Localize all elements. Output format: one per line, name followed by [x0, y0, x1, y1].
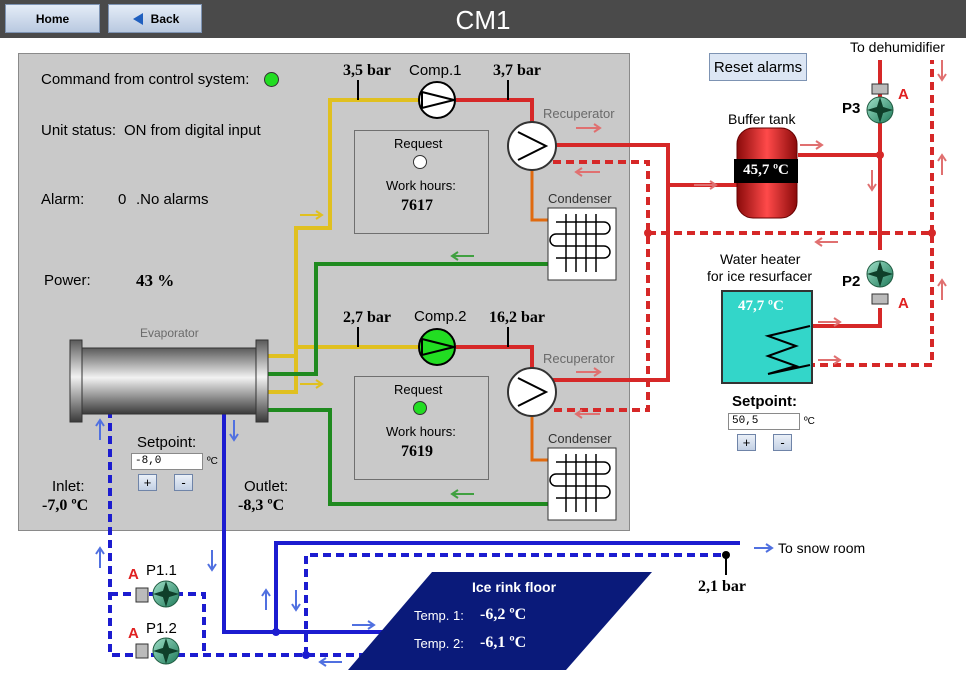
ice-temp2-value: -6,1 ºC: [480, 634, 527, 651]
command-indicator: [264, 72, 279, 87]
water-heater-temperature: 47,7 ºC: [738, 298, 784, 314]
pump-p1-2-graphic: [135, 637, 180, 665]
recuperator1-label: Recuperator: [543, 106, 615, 121]
pump-p1-1-graphic: [135, 580, 180, 608]
comp1-request-label: Request: [394, 136, 443, 151]
unit-status-label: Unit status:: [41, 122, 117, 139]
snow-room-label: To snow room: [778, 540, 866, 556]
pump-p1-1-alarm-flag: A: [128, 566, 139, 583]
pump-p3-graphic: [866, 83, 894, 124]
evap-setpoint-input[interactable]: -8,0: [131, 453, 203, 470]
alarm-code: 0: [118, 191, 127, 208]
comp1-request-indicator: [413, 155, 427, 169]
comp2-info-box: [354, 376, 489, 480]
reset-alarms-button[interactable]: Reset alarms: [709, 53, 807, 81]
comp2-name: Comp.2: [414, 308, 467, 325]
comp2-request-label: Request: [394, 382, 443, 397]
evaporator-label: Evaporator: [140, 326, 199, 340]
dehumidifier-label: To dehumidifier: [850, 39, 945, 55]
pump-p1-2-alarm-flag: A: [128, 625, 139, 642]
outlet-value: -8,3 ºC: [238, 497, 285, 514]
comp2-work-hours: 7619: [401, 443, 433, 460]
ice-temp1-label: Temp. 1:: [414, 608, 464, 623]
buffer-tank-temperature: 45,7 ºC: [743, 162, 789, 178]
pump-p2-alarm-flag: A: [898, 295, 909, 312]
recuperator-2-graphic: [507, 367, 557, 417]
heater-setpoint-label: Setpoint:: [732, 393, 797, 410]
buffer-tank-label: Buffer tank: [728, 111, 796, 127]
evap-setpoint-label: Setpoint:: [137, 434, 197, 451]
pump-p1-2-label: P1.2: [146, 620, 177, 637]
compressor-2-graphic: [418, 328, 456, 366]
heater-setpoint-input[interactable]: 50,5: [728, 413, 800, 430]
ice-rink-title: Ice rink floor: [472, 579, 557, 595]
comp2-suction-pressure: 2,7 bar: [343, 309, 391, 326]
pump-p2-graphic: [866, 260, 894, 305]
pump-p3-alarm-flag: A: [898, 86, 909, 103]
outlet-label: Outlet:: [244, 478, 289, 495]
unit-status-value: ON from digital input: [124, 122, 261, 139]
water-heater-graphic: [721, 290, 813, 384]
home-button[interactable]: Home: [5, 4, 100, 33]
compressor-1-graphic: [418, 81, 456, 119]
water-heater-label-2: for ice resurfacer: [707, 268, 813, 284]
ice-temp1-value: -6,2 ºC: [480, 606, 527, 623]
back-button-label: Back: [150, 11, 180, 26]
heater-setpoint-decrease-button[interactable]: -: [773, 434, 792, 451]
comp2-discharge-pressure: 16,2 bar: [489, 309, 545, 326]
recuperator2-label: Recuperator: [543, 351, 615, 366]
buffer-tank-graphic: [734, 127, 798, 219]
recuperator-1-graphic: [507, 121, 557, 171]
back-arrow-icon: [132, 12, 143, 25]
comp1-work-hours: 7617: [401, 197, 433, 214]
comp2-work-hours-label: Work hours:: [386, 424, 456, 439]
ice-temp2-label: Temp. 2:: [414, 636, 464, 651]
ice-rink-graphic: [348, 572, 652, 670]
comp1-work-hours-label: Work hours:: [386, 178, 456, 193]
power-value: 43 %: [136, 271, 175, 290]
condenser-1-graphic: [547, 207, 617, 281]
evap-setpoint-unit: ºC: [207, 456, 218, 467]
power-label: Power:: [44, 272, 91, 289]
inlet-label: Inlet:: [52, 478, 85, 495]
comp1-suction-pressure: 3,5 bar: [343, 62, 391, 79]
pump-p2-label: P2: [842, 273, 861, 290]
command-label: Command from control system:: [41, 71, 250, 88]
comp2-request-indicator: [413, 401, 427, 415]
evap-setpoint-increase-button[interactable]: +: [138, 474, 157, 491]
alarm-text: .No alarms: [136, 191, 209, 208]
condenser-2-graphic: [547, 447, 617, 521]
back-button[interactable]: Back: [108, 4, 202, 33]
heater-setpoint-increase-button[interactable]: +: [737, 434, 756, 451]
heater-setpoint-unit: ºC: [804, 416, 815, 427]
comp1-discharge-pressure: 3,7 bar: [493, 62, 541, 79]
comp1-info-box: [354, 130, 489, 234]
pump-p1-1-label: P1.1: [146, 562, 177, 579]
pump-p3-label: P3: [842, 100, 861, 117]
condenser1-label: Condenser: [548, 191, 612, 206]
condenser2-label: Condenser: [548, 431, 612, 446]
inlet-value: -7,0 ºC: [42, 497, 89, 514]
evaporator-graphic: [69, 339, 269, 423]
water-heater-label-1: Water heater: [720, 251, 801, 267]
alarm-label: Alarm:: [41, 191, 85, 208]
ice-rink-pressure: 2,1 bar: [698, 578, 746, 595]
evap-setpoint-decrease-button[interactable]: -: [174, 474, 193, 491]
comp1-name: Comp.1: [409, 62, 462, 79]
